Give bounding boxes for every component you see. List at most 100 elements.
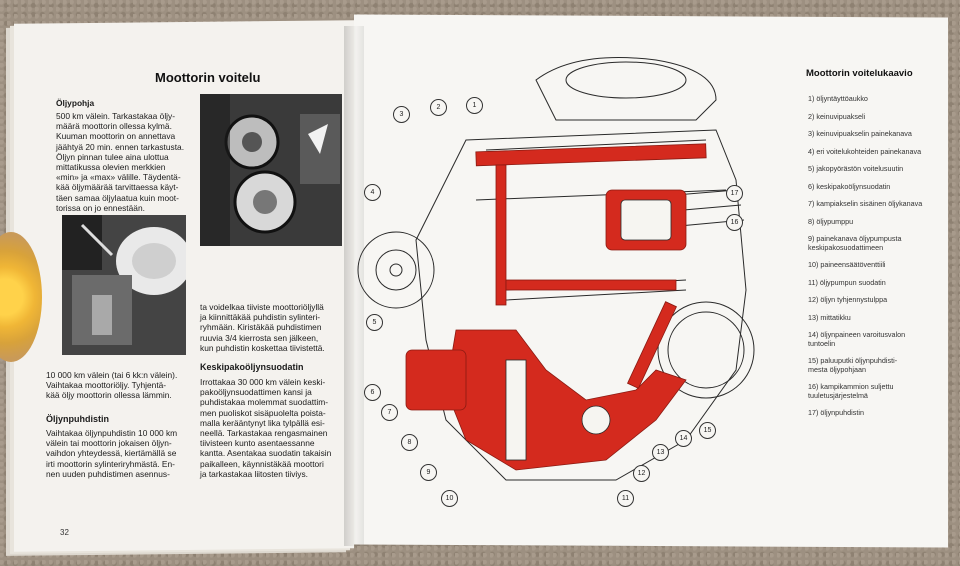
text-line: kun puhdistin koskettaa tiivistettä. — [200, 342, 325, 353]
text-line: Kuuman moottorin on annettava — [56, 131, 176, 142]
engine-photo-top — [200, 94, 342, 246]
text-line: irti moottorin sylinteriryhmästä. En- — [46, 458, 175, 469]
legend-line: 13) mittatikku — [808, 312, 851, 322]
legend-line: 1) öljyntäyttöaukko — [808, 94, 868, 103]
callout-10: 10 — [441, 490, 458, 507]
legend-line: keskipakosuodattimeen — [808, 243, 884, 252]
text-line: torissa on jo ennestään. — [56, 202, 145, 213]
text-line: puhdistakaa molemmat suodattim- — [200, 397, 329, 408]
diagram-title: Moottorin voitelukaavio — [806, 68, 913, 79]
legend-line: 16) kampikammion suljettu — [808, 382, 894, 391]
legend-item: 11) öljypumpun suodatin — [808, 278, 948, 287]
text-line: täen samaa öljylaatua kuin moot- — [56, 192, 179, 203]
text-line: men puoliskot sisäpuolelta poista- — [200, 407, 326, 418]
text-line: ryhmään. Kiristäkää puhdistimen — [200, 322, 322, 333]
legend-line: 2) keinuvipuakseli — [808, 111, 866, 121]
legend-item: 7) kampiakselin sisäinen öljykanava — [808, 199, 948, 208]
legend-item: 15) paluuputki öljynpuhdisti-mesta öljyp… — [808, 356, 948, 374]
text-line: Öljyn pinnan tulee aina ulottua — [56, 151, 169, 162]
text-line: määrä moottorin ollessa kylmä. — [56, 121, 172, 132]
legend-item: 10) paineensäätöventtiili — [808, 260, 948, 269]
text-line: tiivisteen kunto asentaessanne — [200, 438, 315, 449]
text-line: Vaihtakaa moottoriöljy. Tyhjentä- — [46, 380, 167, 391]
text-line: Irrottakaa 30 000 km välein keski- — [200, 377, 326, 387]
callout-11: 11 — [617, 490, 634, 507]
oljypohja-heading: Öljypohja — [56, 98, 95, 108]
oljypohja-body: 500 km välein. Tarkastakaa öljy-määrä mo… — [56, 111, 200, 213]
ten-thousand-km-text: 10 000 km välein (tai 6 kk:n välein).Vai… — [46, 370, 194, 401]
text-line: paikalleen, käynnistäkää moottori — [200, 458, 324, 469]
legend-line: 14) öljynpaineen varoitusvalon — [808, 330, 906, 339]
legend-line: tuuletusjärjestelmä — [808, 391, 868, 400]
legend-item: 3) keinuvipuakselin painekanava — [808, 129, 948, 138]
text-line: ja tarkastakaa liitosten tiiviys. — [200, 468, 308, 479]
callout-7: 7 — [381, 404, 398, 421]
text-line: nen uuden puhdistimen asennus- — [46, 468, 170, 479]
callout-3: 3 — [393, 106, 410, 123]
text-line: pakoöljynsuodattimen kansi ja — [200, 387, 312, 398]
callout-16: 16 — [726, 214, 743, 231]
text-line: ta voidelkaa tiiviste moottoriöljyllä — [200, 302, 324, 312]
callout-17: 17 — [726, 185, 743, 202]
text-line: mittatikussa olevien merkkien — [56, 162, 166, 173]
legend-line: 9) painekanava öljypumpusta — [808, 234, 902, 243]
callout-2: 2 — [430, 99, 447, 116]
text-line: välein tai moottorin jokaisen öljyn- — [46, 438, 172, 449]
legend-item: 5) jakopyörästön voitelusuutin — [808, 164, 948, 173]
text-line: kantta. Asentakaa suodatin takaisin — [200, 448, 332, 459]
callout-12: 12 — [633, 465, 650, 482]
legend-line: 15) paluuputki öljynpuhdisti- — [808, 356, 898, 365]
keskipako-heading: Keskipakoöljynsuodatin — [200, 362, 304, 372]
legend-line: 11) öljypumpun suodatin — [808, 277, 886, 287]
legend-line: 7) kampiakselin sisäinen öljykanava — [808, 199, 923, 208]
text-line: neellä. Tarkastakaa rengasmainen — [200, 428, 328, 439]
callout-1: 1 — [466, 97, 483, 114]
callout-9: 9 — [420, 464, 437, 481]
text-line: 500 km välein. Tarkastakaa öljy- — [56, 111, 176, 121]
legend-item: 4) eri voitelukohteiden painekanava — [808, 147, 948, 156]
oljynpuhdistin-heading: Öljynpuhdistin — [46, 414, 109, 424]
legend-item: 8) öljypumppu — [808, 217, 948, 226]
callout-4: 4 — [364, 184, 381, 201]
callout-13: 13 — [652, 444, 669, 461]
book-gutter — [344, 26, 364, 546]
legend-line: 10) paineensäätöventtiili — [808, 260, 886, 269]
callout-15: 15 — [699, 422, 716, 439]
keskipako-body: Irrottakaa 30 000 km välein keski-pakoöl… — [200, 377, 352, 479]
left-page-title: Moottorin voitelu — [155, 70, 261, 85]
legend-line: 3) keinuvipuakselin painekanava — [808, 129, 912, 138]
legend-item: 13) mittatikku — [808, 313, 948, 322]
text-line: vaihdon yhteydessä, kiertämällä se — [46, 448, 177, 459]
legend-line: 8) öljypumppu — [808, 216, 854, 226]
legend-line: mesta öljypohjaan — [808, 365, 866, 374]
legend-item: 1) öljyntäyttöaukko — [808, 94, 948, 103]
text-line: ruuvia 3/4 kierrosta sen jälkeen, — [200, 332, 319, 343]
page-number: 32 — [60, 528, 69, 537]
text-line: malla kerääntynyt lika tylpällä esi- — [200, 417, 325, 428]
legend-item: 17) öljynpuhdistin — [808, 408, 948, 417]
text-line: ja kiinnittäkää puhdistin sylinteri- — [200, 312, 321, 323]
text-line: kää öljymäärää tarvittaessa käyt- — [56, 182, 179, 193]
legend-line: tuntoelin — [808, 339, 836, 348]
callout-6: 6 — [364, 384, 381, 401]
callout-8: 8 — [401, 434, 418, 451]
text-line: jäähtyä 20 min. ennen tarkastusta. — [56, 141, 185, 152]
legend-line: 17) öljynpuhdistin — [808, 408, 864, 417]
text-line: «min» ja «max» välille. Täydentä- — [56, 172, 181, 183]
legend-line: 4) eri voitelukohteiden painekanava — [808, 146, 922, 156]
legend-item: 6) keskipakoöljynsuodatin — [808, 182, 948, 191]
legend-line: 12) öljyn tyhjennystulppa — [808, 295, 888, 304]
legend-item: 2) keinuvipuakseli — [808, 112, 948, 121]
callout-14: 14 — [675, 430, 692, 447]
legend-line: 6) keskipakoöljynsuodatin — [808, 181, 891, 191]
text-line: Vaihtakaa öljynpuhdistin 10 000 km — [46, 428, 178, 438]
engine-lubrication-diagram — [357, 57, 755, 481]
text-line: kää öljy moottorin ollessa lämmin. — [46, 390, 172, 401]
engine-photo-bottom — [62, 215, 186, 355]
text-line: 10 000 km välein (tai 6 kk:n välein). — [46, 370, 178, 380]
